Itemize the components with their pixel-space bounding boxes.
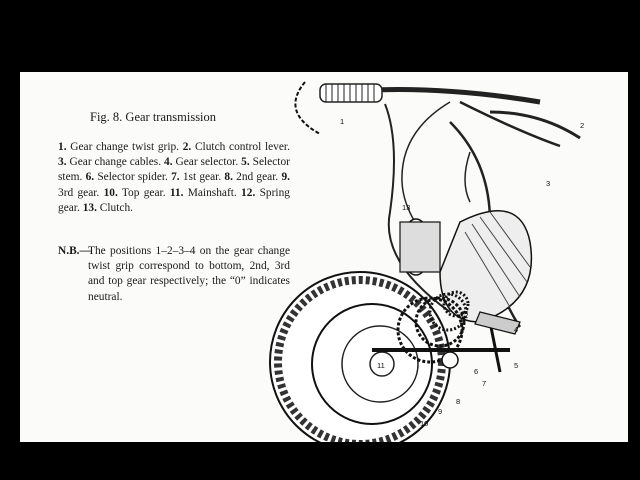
legend-text: 3rd gear. — [58, 186, 100, 199]
gear-top — [396, 296, 464, 364]
legend-text: Mainshaft. — [187, 186, 237, 199]
callout-9: 9 — [438, 407, 442, 416]
wheel-rim — [311, 303, 433, 425]
legend-num: 8. — [224, 171, 233, 184]
legend-text: Clutch. — [99, 201, 134, 214]
legend-text: 1st gear. — [182, 171, 222, 184]
legend-text: Gear change twist grip. — [70, 141, 180, 153]
clutch-body — [399, 221, 441, 273]
legend-text: Clutch control lever. — [194, 141, 290, 153]
callout-6: 6 — [474, 367, 478, 376]
frame-tube-2 — [464, 151, 471, 203]
legend-text: Selector stem. — [58, 156, 290, 184]
legend-num: 13. — [82, 201, 97, 214]
document-page: Fig. 8. Gear transmission 1. Gear change… — [20, 72, 628, 442]
gear-third — [414, 296, 466, 348]
callout-2: 2 — [580, 121, 584, 130]
callout-5: 5 — [514, 361, 518, 370]
callout-8: 8 — [456, 397, 460, 406]
twist-grip-knurl — [325, 84, 375, 102]
legend-num: 3. — [58, 156, 67, 169]
selector-spider — [441, 351, 459, 369]
callout-12: 12 — [460, 311, 468, 320]
gear-transmission-illustration: 1 2 3 4 5 6 7 8 9 10 11 12 13 — [269, 81, 584, 442]
lever-loop — [294, 81, 321, 135]
frame-tube — [401, 101, 451, 223]
callout-11: 11 — [377, 361, 385, 370]
callout-10: 10 — [420, 419, 428, 428]
gear-selector — [474, 311, 521, 335]
note-label: N.B.— — [58, 245, 91, 257]
gear-first — [442, 290, 470, 318]
wheel-hub — [341, 325, 419, 403]
legend-num: 1. — [58, 141, 67, 153]
callout-7: 7 — [482, 379, 486, 388]
figure-caption: Fig. 8. Gear transmission — [90, 110, 217, 124]
figure-legend: 1. Gear change twist grip. 2. Clutch con… — [58, 140, 290, 216]
selector-stem — [488, 321, 502, 373]
legend-num: 6. — [85, 171, 95, 184]
callout-1: 1 — [340, 117, 344, 126]
callout-4: 4 — [514, 325, 518, 334]
gear-change-cable — [384, 103, 451, 313]
callout-13: 13 — [402, 203, 410, 212]
legend-text: Gear change cables. — [69, 156, 162, 169]
legend-text: Gear selector. — [175, 156, 239, 169]
fan-fins — [464, 211, 531, 308]
legend-num: 9. — [281, 171, 290, 184]
legend-text: Top gear. — [121, 186, 166, 199]
legend-text: Spring gear. — [58, 186, 290, 214]
legend-num: 4. — [164, 156, 173, 169]
legend-text: Selector spider. — [97, 171, 168, 184]
callout-3: 3 — [546, 179, 550, 188]
twist-grip — [319, 83, 383, 103]
clutch-lever — [459, 100, 561, 148]
note-text: The positions 1–2–3–4 on the gear change… — [88, 245, 290, 303]
handlebar-right — [489, 110, 581, 140]
note-block: N.B.— The positions 1–2–3–4 on the gear … — [58, 244, 290, 305]
legend-num: 2. — [182, 141, 192, 153]
legend-text: 2nd gear. — [236, 171, 279, 184]
legend-num: 10. — [103, 186, 118, 199]
legend-num: 12. — [241, 186, 256, 199]
legend-num: 11. — [169, 186, 184, 199]
legend-num: 7. — [171, 171, 180, 184]
legend-num: 5. — [241, 156, 250, 169]
